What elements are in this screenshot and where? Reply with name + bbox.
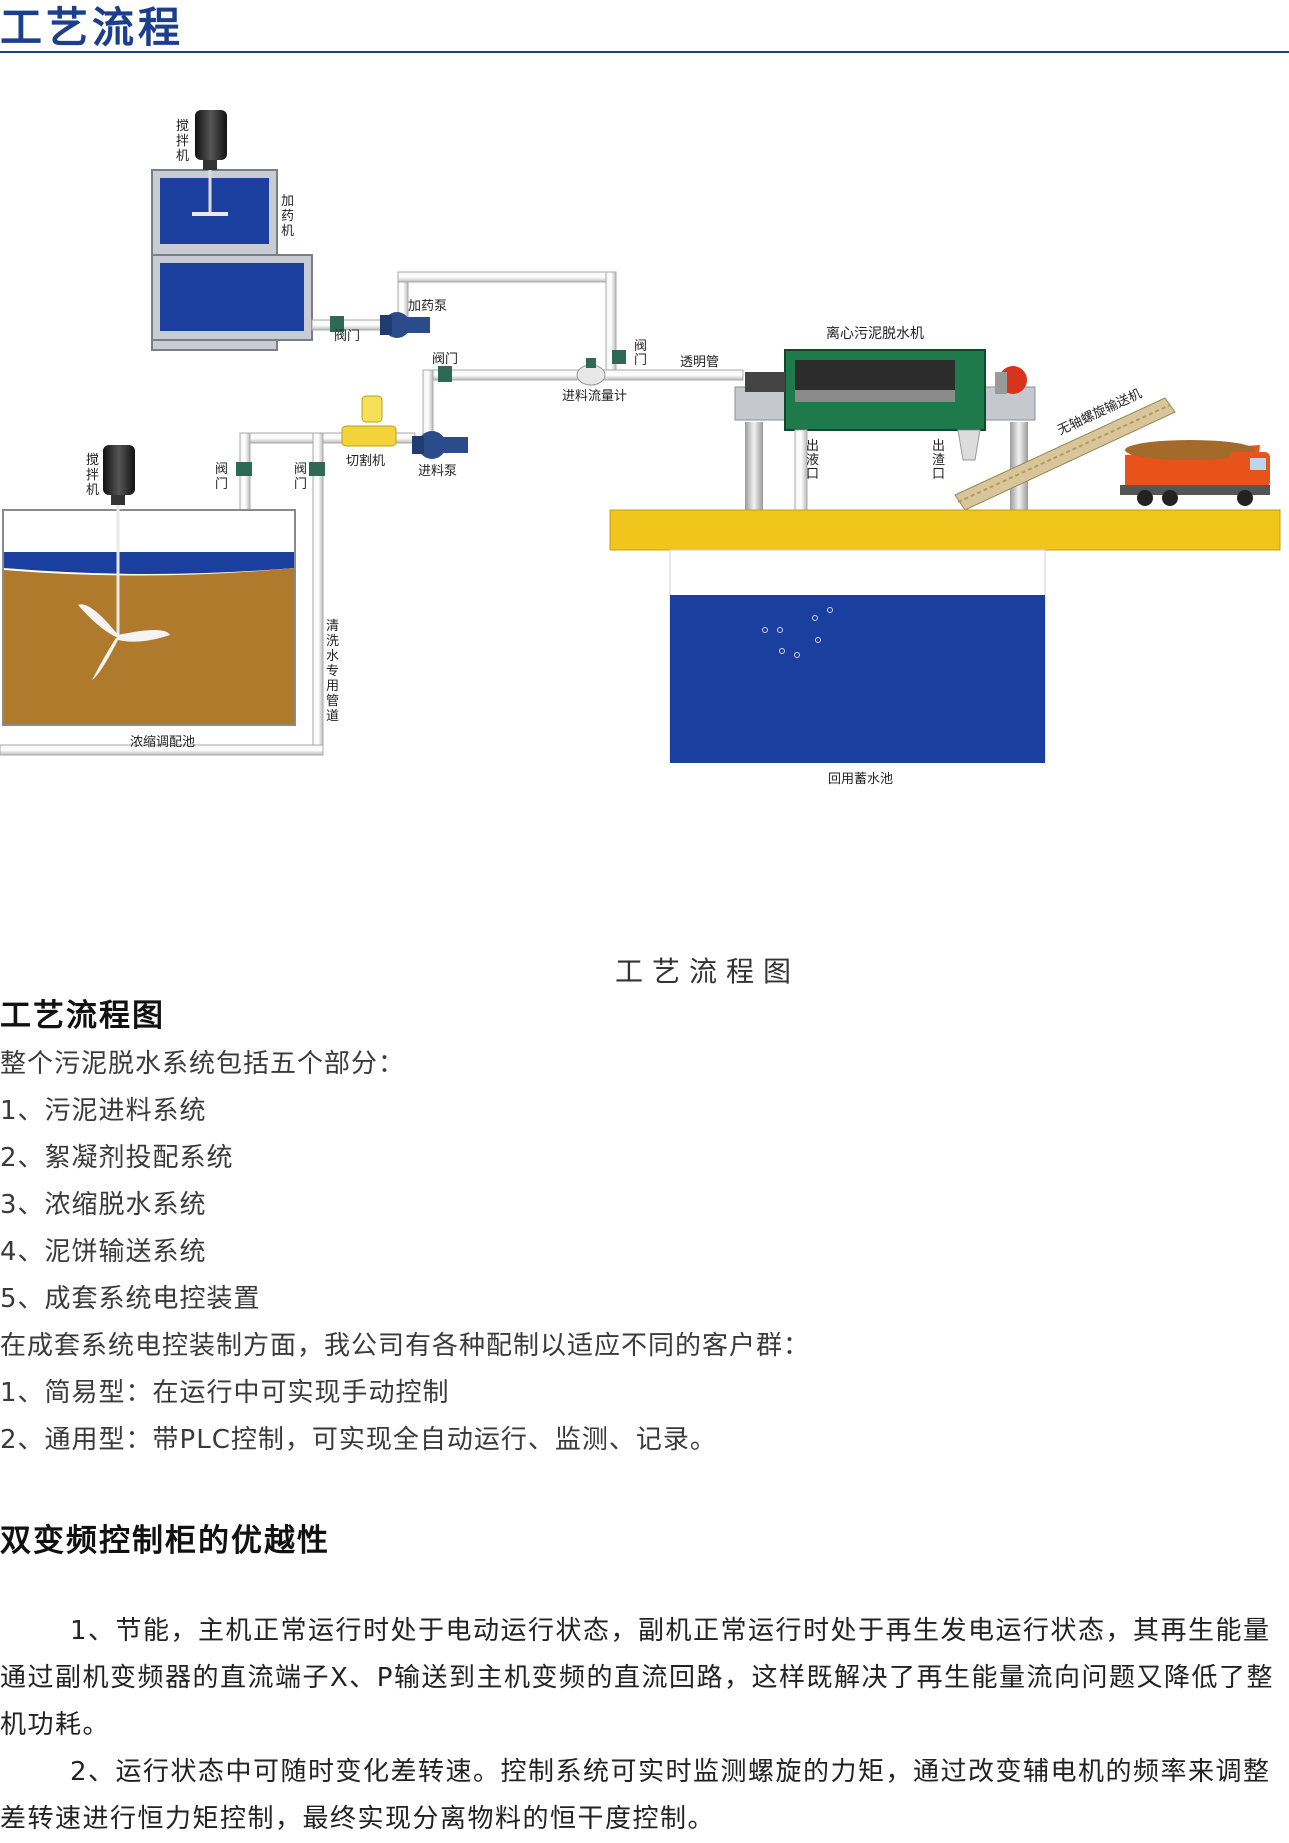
dosing-pump	[380, 312, 430, 338]
page-title: 工艺流程	[0, 3, 185, 52]
thickening-tank	[2, 509, 296, 726]
process-flow-svg: 搅拌机 加药机 阀门 加药泵 阀门 阀门 进料流量计 透明管 切割机	[0, 110, 1281, 787]
label-valve-4: 阀门	[215, 462, 228, 492]
label-wash-pipe: 清洗水专用管道	[326, 619, 339, 724]
cutter	[341, 395, 397, 447]
process-line: 3、浓缩脱水系统	[0, 1190, 207, 1220]
valve-5	[309, 462, 325, 476]
label-valve-3: 阀门	[634, 339, 647, 368]
advantage-paragraph: 2、运行状态中可随时变化差转速。控制系统可实时监测螺旋的力矩，通过改变辅电机的频…	[0, 1757, 1271, 1834]
process-line: 1、简易型：在运行中可实现手动控制	[0, 1378, 450, 1408]
flowmeter	[576, 358, 606, 386]
valve-2	[438, 366, 452, 382]
label-centrifuge: 离心污泥脱水机	[826, 325, 924, 342]
advantage-paragraph: 1、节能，主机正常运行时处于电动运行状态，副机正常运行时处于再生发电运行状态，其…	[0, 1616, 1274, 1740]
dosing-machine	[151, 160, 313, 351]
process-line: 整个污泥脱水系统包括五个部分：	[0, 1049, 406, 1079]
process-line: 在成套系统电控装制方面，我公司有各种配制以适应不同的客户群：	[0, 1331, 811, 1361]
top-agitator-motor	[195, 110, 227, 170]
label-thickening-tank: 浓缩调配池	[130, 734, 195, 750]
label-dosing-machine: 加药机	[281, 194, 294, 239]
label-reuse-tank: 回用蓄水池	[828, 772, 893, 787]
header-rule	[0, 51, 1289, 53]
label-agitator-top: 搅拌机	[176, 118, 189, 164]
figure-caption: 工艺流程图	[615, 955, 801, 988]
label-agitator-top-1: 搅	[176, 118, 189, 134]
process-line: 1、污泥进料系统	[0, 1096, 207, 1126]
label-valve-2: 阀门	[432, 352, 458, 367]
label-agitator-bottom: 搅拌机	[86, 452, 99, 498]
bottom-agitator	[78, 445, 170, 680]
process-line: 2、通用型：带PLC控制，可实现全自动运行、监测、记录。	[0, 1425, 717, 1455]
advantages-section-body: 1、节能，主机正常运行时处于电动运行状态，副机正常运行时处于再生发电运行状态，其…	[0, 1608, 1289, 1843]
dosing-pipe	[311, 271, 617, 381]
process-line: 5、成套系统电控装置	[0, 1284, 261, 1314]
valve-1	[330, 316, 344, 332]
feed-pump	[412, 431, 468, 459]
label-feed-pump: 进料泵	[418, 464, 457, 479]
process-line: 4、泥饼输送系统	[0, 1237, 207, 1267]
advantages-section: 双变频控制柜的优越性 1、节能，主机正常运行时处于电动运行状态，副机正常运行时处…	[0, 1515, 1289, 1843]
label-flowmeter: 进料流量计	[562, 389, 627, 404]
dump-truck	[1120, 440, 1270, 506]
label-solid-outlet: 出渣口	[932, 439, 945, 482]
label-valve-5: 阀门	[294, 462, 307, 492]
floor-slab	[609, 509, 1281, 551]
reuse-tank	[670, 595, 1045, 763]
process-section-body: 整个污泥脱水系统包括五个部分： 1、污泥进料系统 2、絮凝剂投配系统 3、浓缩脱…	[0, 1041, 1289, 1464]
centrifuge	[734, 349, 1036, 571]
label-dosing-pump: 加药泵	[408, 299, 447, 314]
valve-3	[612, 350, 626, 364]
process-line: 2、絮凝剂投配系统	[0, 1143, 234, 1173]
label-liquid-outlet: 出液口	[806, 439, 819, 482]
label-clear-pipe: 透明管	[680, 355, 719, 370]
valve-4	[236, 462, 252, 476]
process-flow-diagram: 搅拌机 加药机 阀门 加药泵 阀门 阀门 进料流量计 透明管 切割机	[0, 100, 1289, 930]
page-header: 工艺流程	[0, 0, 1289, 55]
label-valve-1: 阀门	[334, 329, 360, 344]
screw-conveyor	[954, 397, 1176, 511]
advantages-section-title: 双变频控制柜的优越性	[0, 1523, 330, 1559]
process-section-title: 工艺流程图	[0, 998, 165, 1034]
process-section: 工艺流程图 整个污泥脱水系统包括五个部分： 1、污泥进料系统 2、絮凝剂投配系统…	[0, 990, 1289, 1464]
label-cutter: 切割机	[346, 453, 385, 469]
